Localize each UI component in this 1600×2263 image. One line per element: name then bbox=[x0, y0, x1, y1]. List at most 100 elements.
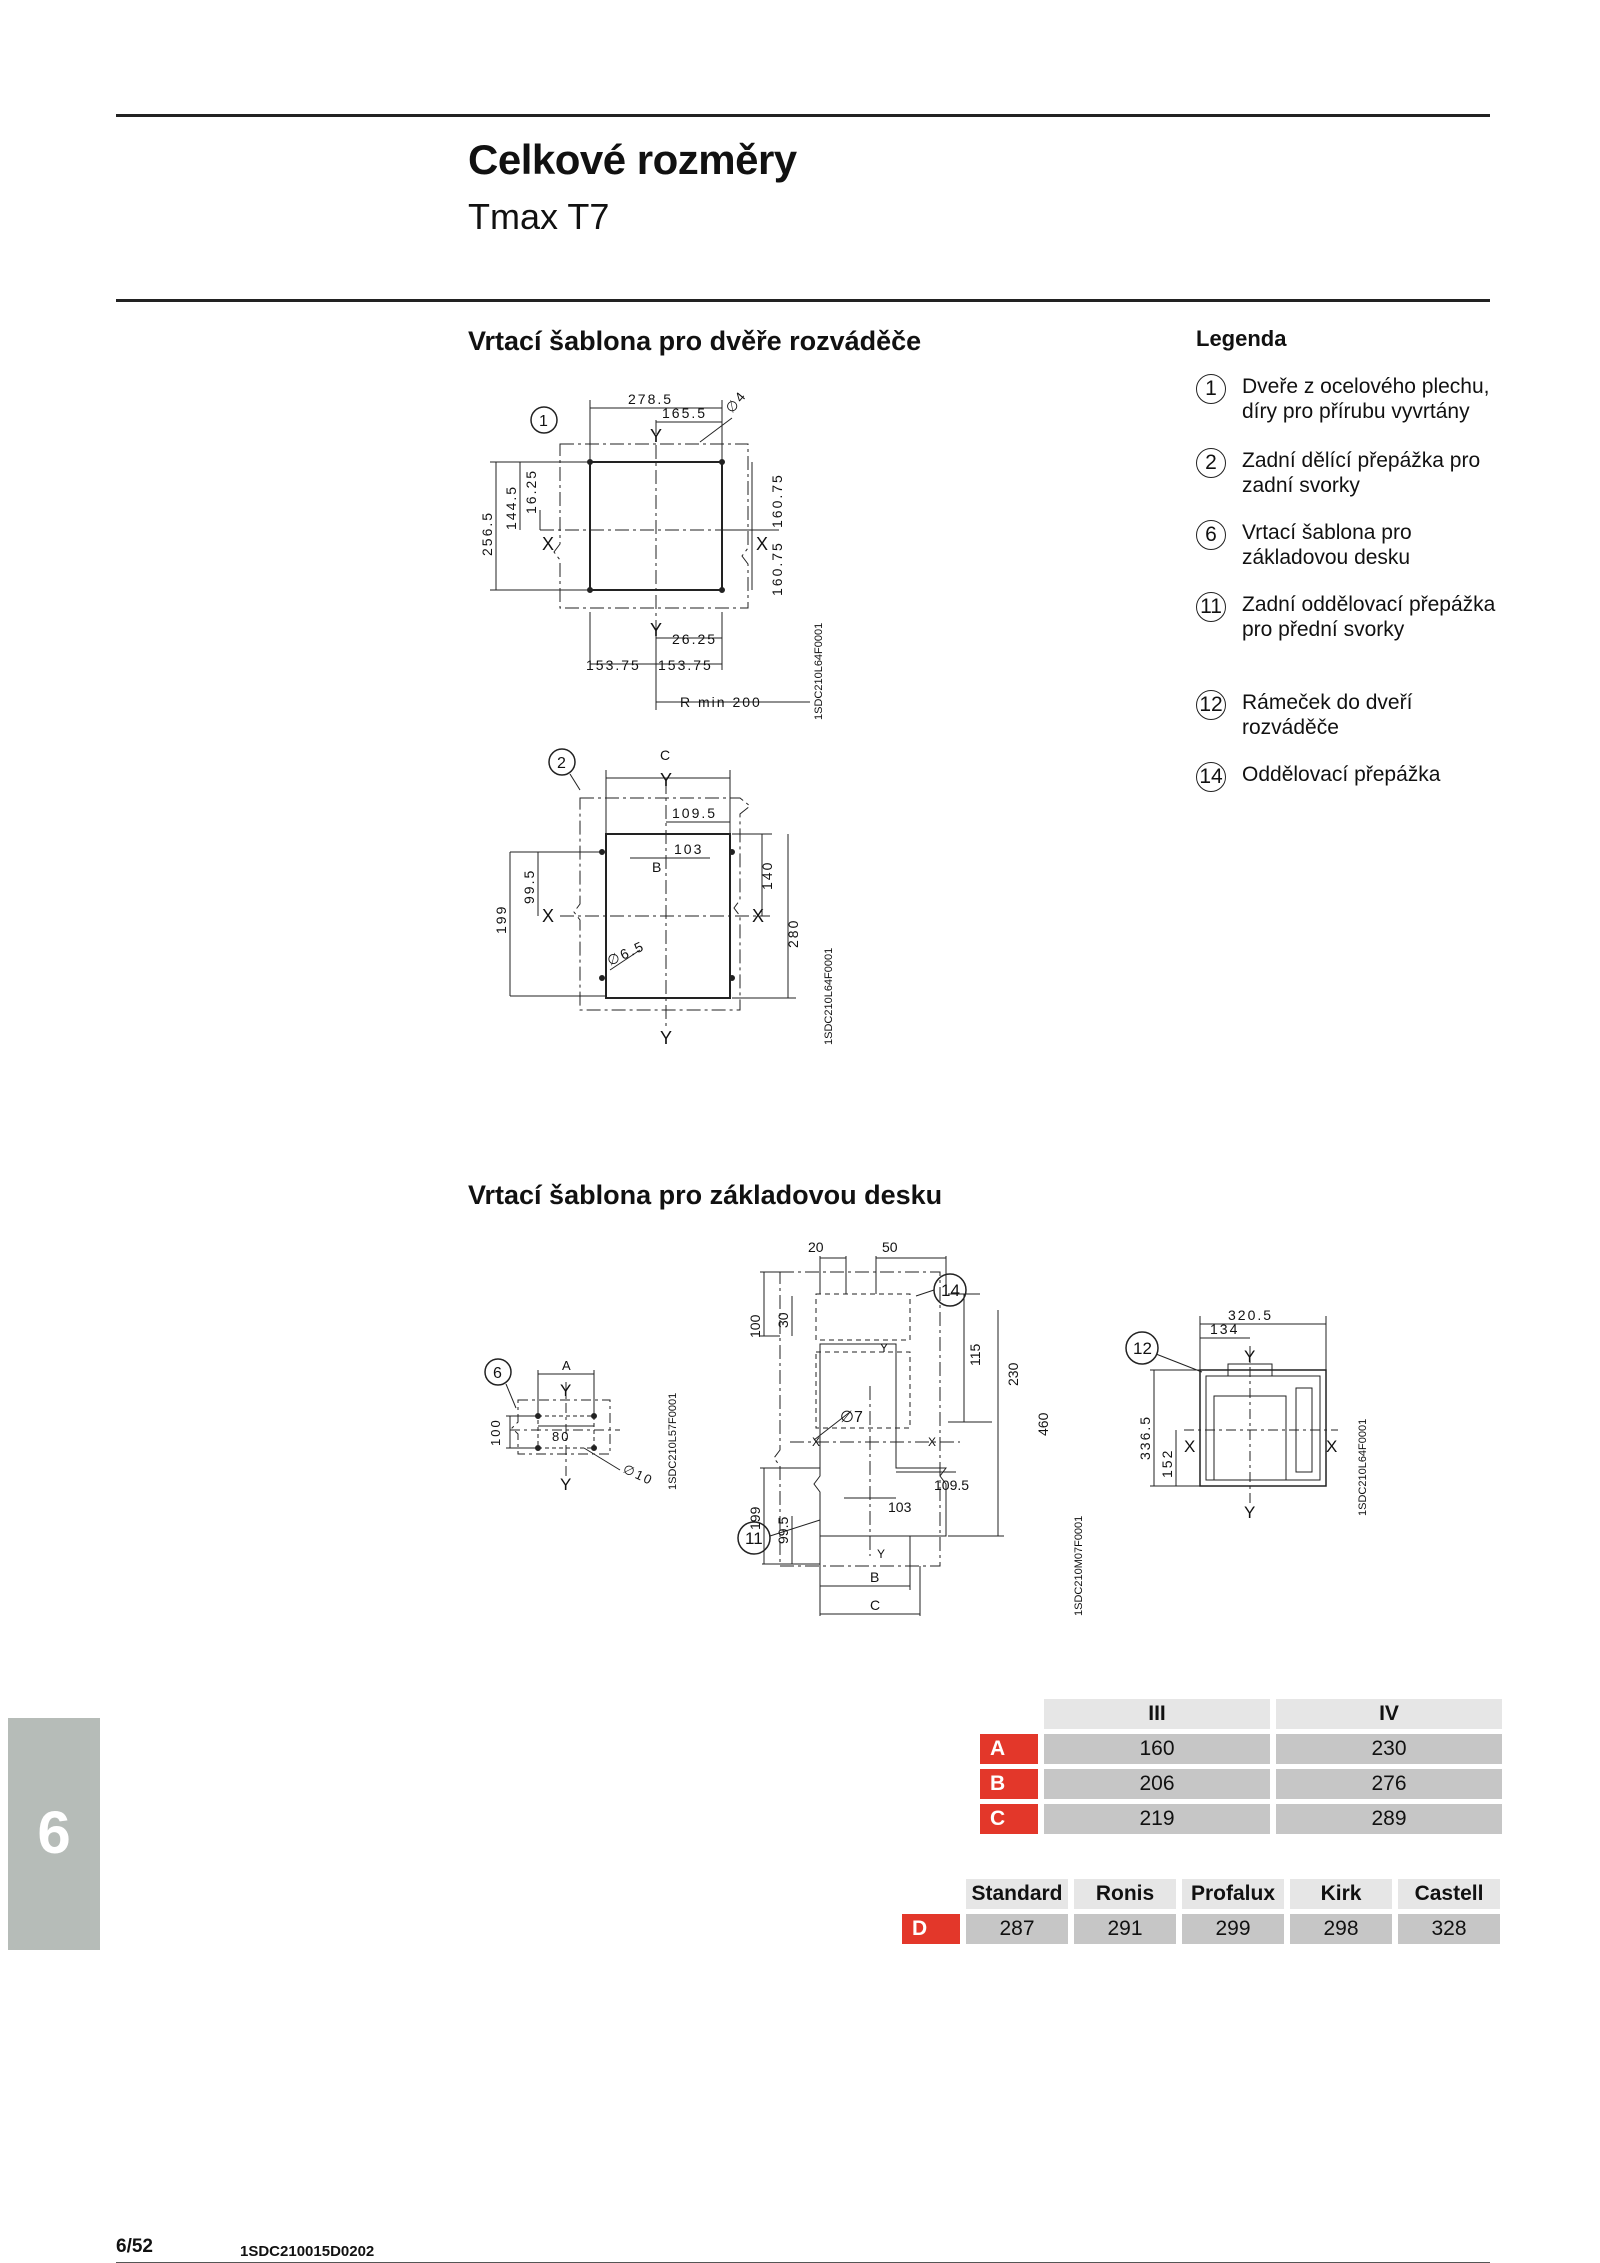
row-key: C bbox=[980, 1804, 1038, 1834]
column-header: III bbox=[1044, 1699, 1270, 1729]
balloon-number: 1 bbox=[539, 413, 548, 430]
table-cell: 298 bbox=[1290, 1914, 1392, 1944]
legend-number: 12 bbox=[1196, 690, 1226, 720]
drawing-code: 1SDC210L64F0001 bbox=[813, 623, 825, 720]
dim-label: 26.25 bbox=[672, 631, 717, 647]
balloon-number: 11 bbox=[745, 1529, 763, 1548]
column-header: Castell bbox=[1398, 1879, 1500, 1909]
dim-label: 103 bbox=[888, 1499, 912, 1515]
legend-text: Oddělovací přepážka bbox=[1242, 763, 1441, 786]
table-cell: 206 bbox=[1044, 1769, 1270, 1799]
table-row: A 160 230 bbox=[980, 1734, 1502, 1764]
axis-label-y: Y bbox=[560, 1475, 571, 1494]
chapter-tab: 6 bbox=[8, 1718, 100, 1950]
dim-label: 152 bbox=[1159, 1449, 1175, 1478]
table-cell: 160 bbox=[1044, 1734, 1270, 1764]
dim-label: C bbox=[870, 1597, 880, 1613]
table-row: B 206 276 bbox=[980, 1769, 1502, 1799]
table-cell: 299 bbox=[1182, 1914, 1284, 1944]
dim-label: ∅4 bbox=[722, 387, 750, 416]
dim-label: C bbox=[660, 747, 672, 763]
balloon-number: 6 bbox=[493, 1365, 502, 1382]
dim-label: 280 bbox=[785, 919, 801, 948]
dim-label: 134 bbox=[1210, 1321, 1239, 1337]
dim-label: 99.5 bbox=[521, 869, 537, 904]
axis-label-x: X bbox=[1326, 1437, 1337, 1456]
dim-label: 160.75 bbox=[769, 473, 785, 528]
table-header-row: Standard Ronis Profalux Kirk Castell bbox=[902, 1879, 1500, 1909]
table-cell: 230 bbox=[1276, 1734, 1502, 1764]
dim-label: 165.5 bbox=[662, 405, 707, 421]
legend-text: Zadní oddělovací přepážka pro přední svo… bbox=[1242, 593, 1496, 641]
legend-number: 11 bbox=[1196, 592, 1226, 622]
dimension-table-abc: III IV A 160 230 B 206 276 C 219 289 bbox=[974, 1694, 1508, 1839]
drawing-code: 1SDC210L57F0001 bbox=[667, 1393, 679, 1490]
dim-label: 230 bbox=[1005, 1362, 1021, 1386]
legend-number: 2 bbox=[1196, 448, 1226, 478]
legend-text: Zadní dělící přepážka pro zadní svorky bbox=[1242, 449, 1481, 497]
dim-label: 100 bbox=[488, 1418, 503, 1446]
dim-label: 103 bbox=[674, 841, 703, 857]
dim-label: ∅10 bbox=[621, 1461, 656, 1488]
top-rule bbox=[116, 114, 1490, 117]
legend-number: 1 bbox=[1196, 374, 1226, 404]
drawing-code: 1SDC210L64F0001 bbox=[1357, 1419, 1369, 1516]
dim-label: ∅6.5 bbox=[605, 937, 648, 968]
dim-label: 153.75 bbox=[586, 657, 641, 673]
dim-label: 100 bbox=[747, 1314, 763, 1338]
footer-document-code: 1SDC210015D0202 bbox=[240, 2243, 375, 2260]
dim-label: 336.5 bbox=[1137, 1415, 1153, 1460]
axis-label-y: Y bbox=[1244, 1503, 1255, 1522]
base-template-drawing-3: 320.5 134 336.5 152 Y Y X X 12 1SDC210L6… bbox=[1125, 1307, 1369, 1522]
base-template-drawing-2: 20 50 100 30 115 230 460 199 99.5 ∅7 109… bbox=[737, 1239, 1085, 1616]
balloon-number: 12 bbox=[1133, 1339, 1152, 1358]
legend-text: Dveře z ocelového plechu, díry pro příru… bbox=[1242, 375, 1490, 423]
column-header: Profalux bbox=[1182, 1879, 1284, 1909]
column-header: IV bbox=[1276, 1699, 1502, 1729]
axis-label-y: Y bbox=[1244, 1347, 1255, 1366]
balloon-number: 14 bbox=[941, 1281, 960, 1300]
axis-label-y: Y bbox=[660, 770, 672, 790]
column-header: Ronis bbox=[1074, 1879, 1176, 1909]
table-cell: 289 bbox=[1276, 1804, 1502, 1834]
legend-number: 14 bbox=[1196, 762, 1226, 792]
table-cell: 287 bbox=[966, 1914, 1068, 1944]
axis-label-y: Y bbox=[650, 620, 662, 640]
section-title-base: Vrtací šablona pro základovou desku bbox=[468, 1180, 943, 1210]
dim-label: 30 bbox=[775, 1312, 791, 1328]
table-cell: 291 bbox=[1074, 1914, 1176, 1944]
dim-label: 109.5 bbox=[934, 1477, 969, 1493]
base-template-drawing-1: A 100 80 ∅10 Y Y 6 1SDC210L57F0001 bbox=[484, 1358, 679, 1494]
axis-label-x: X bbox=[756, 534, 768, 554]
balloon-number: 2 bbox=[557, 755, 566, 772]
page-subtitle: Tmax T7 bbox=[468, 196, 610, 237]
legend-title: Legenda bbox=[1196, 326, 1287, 351]
dim-label: 99.5 bbox=[775, 1517, 791, 1544]
drawing-code: 1SDC210M07F0001 bbox=[1073, 1516, 1085, 1616]
table-cell: 328 bbox=[1398, 1914, 1500, 1944]
dim-label: 50 bbox=[882, 1239, 898, 1255]
dim-label: 115 bbox=[967, 1343, 983, 1366]
dim-label: 20 bbox=[808, 1239, 824, 1255]
axis-label-y: Y bbox=[660, 1028, 672, 1048]
axis-label-x: X bbox=[542, 534, 554, 554]
legend-number: 6 bbox=[1196, 520, 1226, 550]
door-template-drawing-1: 278.5 165.5 ∅4 256.5 144.5 16.25 160.75 … bbox=[479, 387, 825, 720]
dim-label: 144.5 bbox=[503, 485, 519, 530]
table-row: C 219 289 bbox=[980, 1804, 1502, 1834]
table-cell: 276 bbox=[1276, 1769, 1502, 1799]
dimension-table-d: Standard Ronis Profalux Kirk Castell D 2… bbox=[896, 1874, 1506, 1949]
dim-label: 199 bbox=[747, 1506, 763, 1530]
axis-label-y: Y bbox=[877, 1547, 885, 1561]
dim-label: 320.5 bbox=[1228, 1307, 1273, 1323]
dim-label: 199 bbox=[493, 905, 509, 934]
door-template-drawing-2: C 109.5 103 B 199 99.5 140 280 ∅6.5 Y Y … bbox=[493, 747, 835, 1048]
section-title-door: Vrtací šablona pro dvěře rozváděče bbox=[468, 326, 922, 356]
table-cell: 219 bbox=[1044, 1804, 1270, 1834]
axis-label-x: X bbox=[542, 906, 554, 926]
axis-label-x: X bbox=[752, 906, 764, 926]
dim-label: 80 bbox=[552, 1429, 570, 1444]
dim-label: 460 bbox=[1035, 1412, 1051, 1436]
dim-label: B bbox=[652, 859, 663, 875]
column-header: Kirk bbox=[1290, 1879, 1392, 1909]
